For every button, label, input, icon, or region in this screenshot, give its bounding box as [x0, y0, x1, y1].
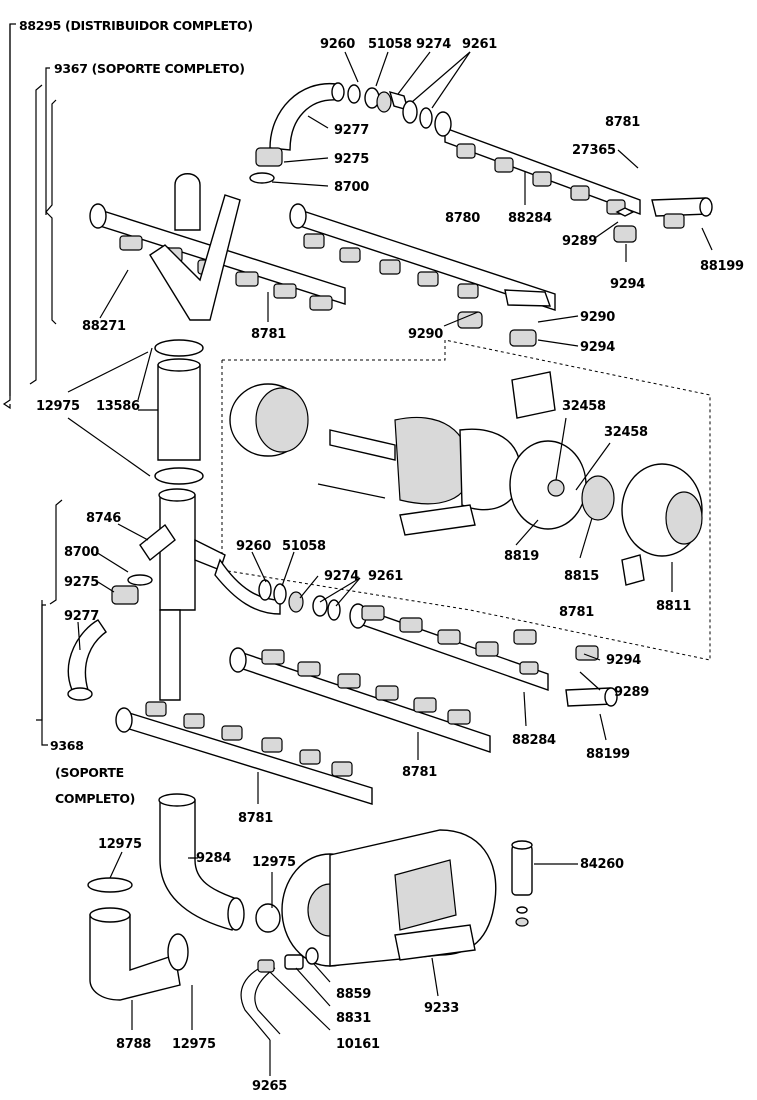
- part-label: 84260: [580, 857, 624, 872]
- part-label: 9294: [580, 340, 615, 355]
- part-label: 9290: [408, 327, 443, 342]
- part-label: 10161: [336, 1037, 380, 1052]
- part-label: 9275: [64, 575, 99, 590]
- lower-manifolds: [67, 488, 618, 805]
- part-label: 12975: [252, 855, 296, 870]
- part-label: 51058: [368, 37, 412, 52]
- part-label: 32458: [562, 399, 606, 414]
- part-label: 9277: [334, 123, 369, 138]
- part-label: 13586: [96, 399, 140, 414]
- part-label: 9289: [614, 685, 649, 700]
- part-label: 9294: [610, 277, 645, 292]
- part-label: 8780: [445, 211, 480, 226]
- part-label: 32458: [604, 425, 648, 440]
- part-label: 8788: [116, 1037, 151, 1052]
- part-label: 8781: [251, 327, 286, 342]
- part-label: 8700: [334, 180, 369, 195]
- part-label: 8700: [64, 545, 99, 560]
- upper-left-manifold: [89, 173, 556, 347]
- part-label: 9260: [236, 539, 271, 554]
- part-label: 51058: [282, 539, 326, 554]
- part-label: 8815: [564, 569, 599, 584]
- part-label: 12975: [98, 837, 142, 852]
- part-label: 9294: [606, 653, 641, 668]
- part-label: 8811: [656, 599, 691, 614]
- part-label: 8781: [559, 605, 594, 620]
- part-label: 9274: [416, 37, 451, 52]
- soporte-bottom-line1: (SOPORTE: [55, 765, 124, 780]
- part-label: 9289: [562, 234, 597, 249]
- part-label: 9277: [64, 609, 99, 624]
- part-label: 8746: [86, 511, 121, 526]
- part-label: 8819: [504, 549, 539, 564]
- soporte-bottom-number: 9368: [50, 738, 84, 753]
- part-label: 8831: [336, 1011, 371, 1026]
- soporte-bottom-line2: COMPLETO): [55, 791, 135, 806]
- part-labels: 9260 51058 9274 9261 8781 9277 9275 2736…: [36, 37, 744, 1094]
- part-label: 9275: [334, 152, 369, 167]
- part-label: 8781: [605, 115, 640, 130]
- pump-exploded-view: [221, 339, 711, 661]
- top-elbow-assembly: [249, 82, 433, 184]
- part-label: 9261: [462, 37, 497, 52]
- part-label: 9233: [424, 1001, 459, 1016]
- part-label: 9290: [580, 310, 615, 325]
- part-label: 27365: [572, 143, 616, 158]
- part-label: 88271: [82, 319, 126, 334]
- part-label: 8859: [336, 987, 371, 1002]
- bottom-pump-assembly: [87, 793, 533, 1041]
- part-label: 88199: [700, 259, 744, 274]
- part-label: 12975: [36, 399, 80, 414]
- part-label: 8781: [238, 811, 273, 826]
- part-label: 88284: [508, 211, 552, 226]
- part-label: 88199: [586, 747, 630, 762]
- part-label: 9265: [252, 1079, 287, 1094]
- top-manifold-outlets: [456, 143, 626, 215]
- part-label: 88284: [512, 733, 556, 748]
- part-label: 9261: [368, 569, 403, 584]
- part-label: 9260: [320, 37, 355, 52]
- assembly-brackets: [2, 23, 63, 746]
- distribuidor-header: 88295 (DISTRIBUIDOR COMPLETO): [19, 18, 253, 33]
- part-label: 8781: [402, 765, 437, 780]
- part-label: 12975: [172, 1037, 216, 1052]
- coupling-hose: [154, 339, 204, 485]
- part-label: 9274: [324, 569, 359, 584]
- top-right-manifold: [434, 111, 713, 243]
- part-label: 9284: [196, 851, 231, 866]
- leader-lines: [67, 51, 713, 1076]
- soporte-top-header: 9367 (SOPORTE COMPLETO): [54, 61, 245, 76]
